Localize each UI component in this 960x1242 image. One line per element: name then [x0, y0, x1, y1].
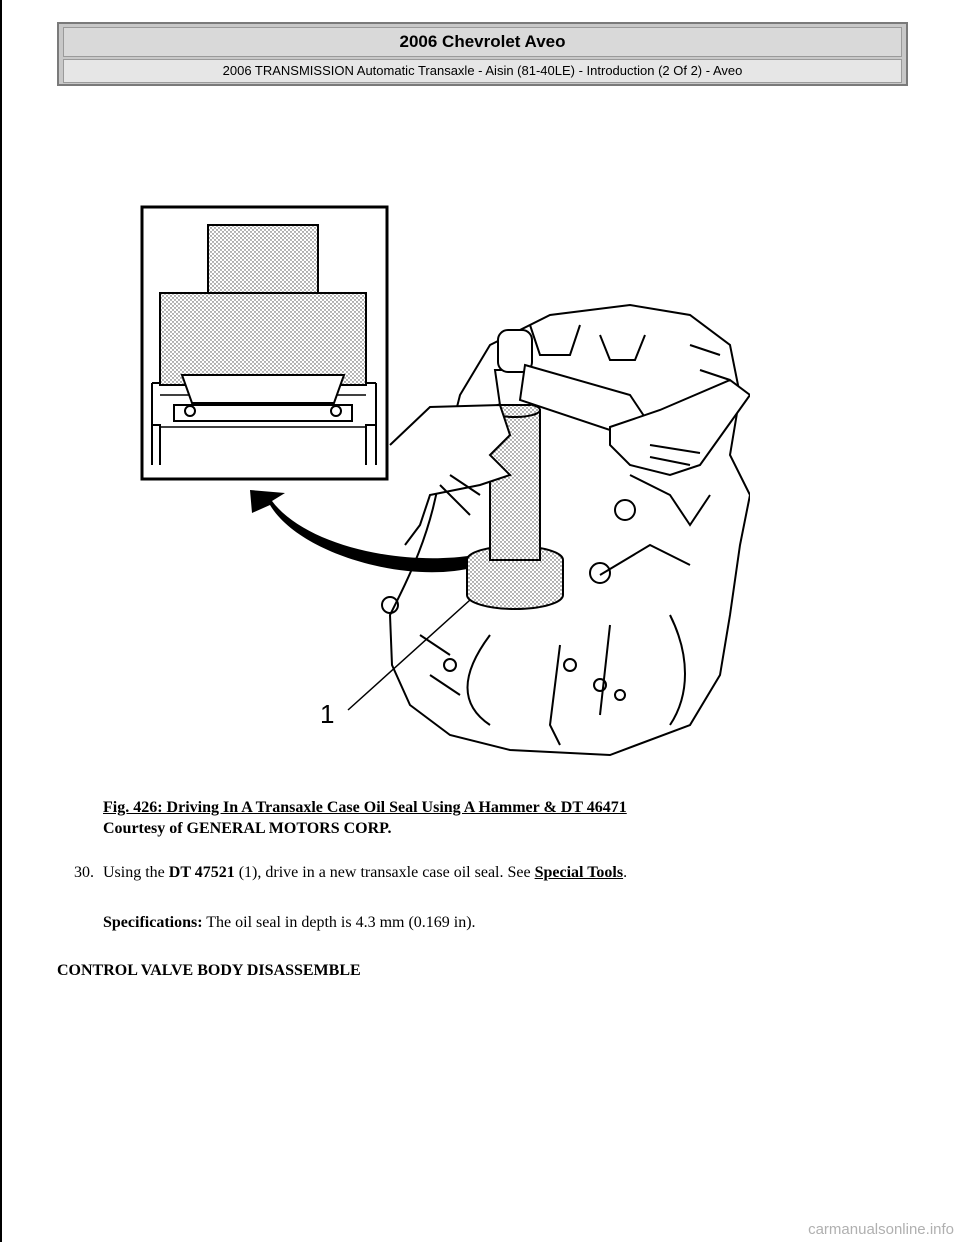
- callout-number: 1: [320, 699, 334, 729]
- specification-note: Specifications: The oil seal in depth is…: [103, 912, 476, 933]
- tool-number: DT 47521: [168, 864, 235, 881]
- special-tools-link[interactable]: Special Tools: [534, 864, 624, 881]
- figure-caption: Fig. 426: Driving In A Transaxle Case Oi…: [103, 797, 627, 839]
- site-watermark: carmanualsonline.info: [808, 1221, 954, 1238]
- section-heading: CONTROL VALVE BODY DISASSEMBLE: [57, 962, 361, 979]
- step-text-before: Using the: [103, 864, 169, 881]
- figure-caption-title[interactable]: Fig. 426: Driving In A Transaxle Case Oi…: [103, 799, 627, 816]
- step-text-middle: (1), drive in a new transaxle case oil s…: [234, 864, 535, 881]
- hands-illustration: [389, 378, 750, 546]
- step-text-after: .: [623, 864, 628, 881]
- curved-arrow-icon: [250, 490, 475, 573]
- hammer-icon: [493, 329, 652, 442]
- seal-installation-illustration: 1: [140, 205, 750, 757]
- callout-leader-line: [347, 599, 471, 711]
- step-number: 30.: [74, 864, 94, 881]
- inset-detail-view: [140, 205, 389, 481]
- transaxle-case-sketch: [381, 303, 750, 757]
- document-subtitle: 2006 TRANSMISSION Automatic Transaxle - …: [63, 59, 902, 83]
- document-title: 2006 Chevrolet Aveo: [63, 27, 902, 57]
- specifications-text: The oil seal in depth is 4.3 mm (0.169 i…: [202, 914, 476, 931]
- page-left-rule: [0, 0, 2, 1242]
- figure-courtesy: Courtesy of GENERAL MOTORS CORP.: [103, 820, 392, 837]
- document-header: 2006 Chevrolet Aveo 2006 TRANSMISSION Au…: [57, 22, 908, 86]
- procedure-step-30: 30. Using the DT 47521 (1), drive in a ne…: [74, 862, 627, 883]
- specifications-label: Specifications:: [103, 914, 203, 931]
- seal-driver-tool: [466, 402, 564, 610]
